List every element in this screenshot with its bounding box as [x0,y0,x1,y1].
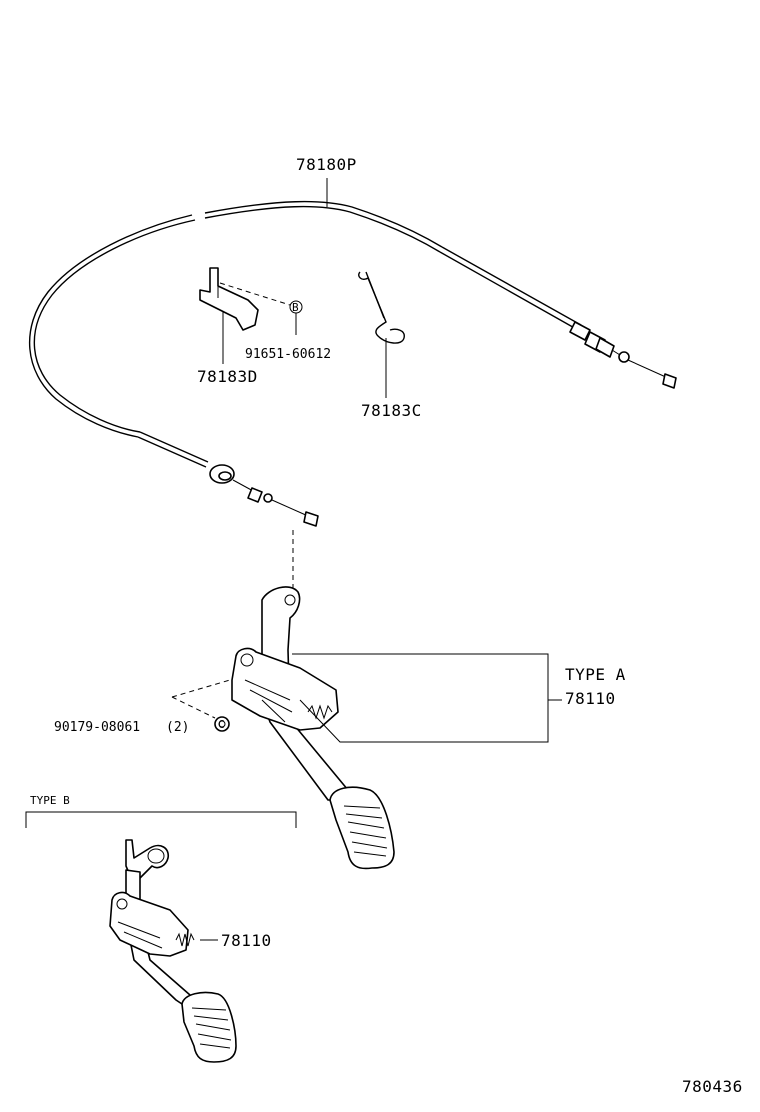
cable-bracket [199,267,303,364]
bracket-part-number: 78183D [197,367,258,386]
type-b-bracket [25,811,297,828]
type-b-label: TYPE B [30,794,70,807]
nut-quantity: (2) [166,720,189,735]
pedal-a-part-number: 78110 [565,689,616,708]
nut-marker: C [218,718,225,731]
diagram-number: 780436 [682,1077,743,1096]
cable-clip [358,271,405,398]
pedal-b-part-number: 78110 [221,931,272,950]
clip-part-number: 78183C [361,401,422,420]
pedal-type-a [171,530,562,870]
pedal-type-b [109,839,237,1063]
type-a-label: TYPE A [565,665,626,684]
nut-part-number: 90179-08061 [54,720,140,735]
cable-part-number: 78180P [296,155,357,174]
bolt-marker: B [292,301,299,314]
bolt-part-number: 91651-60612 [245,347,331,362]
accelerator-cable [28,178,677,527]
